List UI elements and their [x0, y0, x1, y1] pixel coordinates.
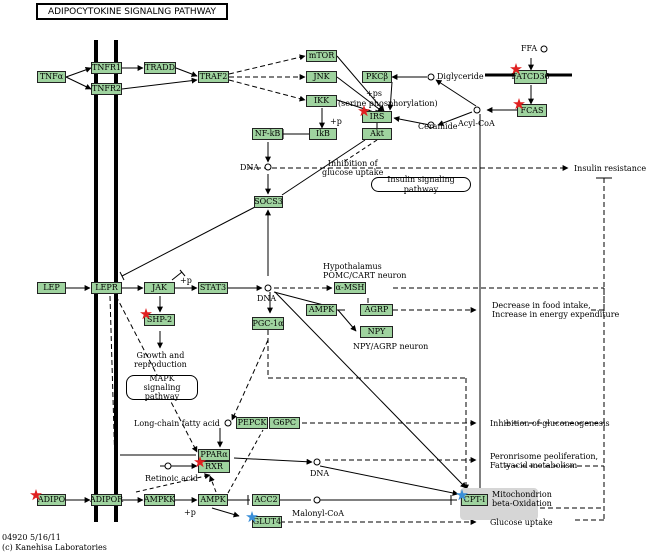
label-diglyceride: Diglyceride — [437, 72, 484, 81]
label-dna-3: DNA — [310, 469, 330, 478]
label-p-jak: +p — [180, 276, 192, 285]
mito-line-2: beta-Oxidation — [492, 499, 552, 509]
label-ps: +ps — [366, 89, 382, 98]
label-long-chain-fatty-acid: Long-chain fatty acid — [134, 419, 220, 428]
red-star-icon — [140, 308, 152, 320]
label-code-date: 04920 5/16/11 — [2, 533, 61, 542]
node-nfkb[interactable]: NF-kB — [252, 128, 283, 140]
node-traf2[interactable]: TRAF2 — [198, 71, 229, 83]
node-pepck[interactable]: PEPCK — [236, 417, 268, 429]
label-pomc: POMC/CART neuron — [323, 271, 407, 280]
peroxisome-line-2: Fattyacid metabolism — [490, 461, 578, 471]
blue-star-icon — [456, 489, 468, 501]
node-rxr[interactable]: RXR — [198, 461, 230, 473]
label-insulin-resistance: Insulin resistance — [574, 164, 646, 173]
label-retinoic-acid: Retinoic acid — [145, 474, 199, 483]
pathway-title: ADIPOCYTOKINE SIGNALNG PATHWAY — [36, 3, 228, 20]
label-dna-2: DNA — [257, 294, 277, 303]
red-star-icon — [30, 489, 42, 501]
mapk-line-1: MAPK — [149, 373, 175, 383]
node-glut4[interactable]: GLUT4 — [252, 516, 282, 528]
label-p-ikk: +p — [330, 117, 342, 126]
red-star-icon — [194, 456, 206, 468]
red-star-icon — [513, 98, 525, 110]
node-fatcd36[interactable]: FATCD36 — [511, 70, 550, 84]
decrease-line-2: Increase in energy expenditure — [492, 310, 620, 320]
label-gluconeogenesis: Inhibition of gluconeogenesis — [490, 419, 610, 428]
node-socs3[interactable]: SOCS3 — [254, 196, 283, 208]
label-malonyl-coa: Malonyl-CoA — [292, 509, 344, 518]
decrease-line-1: Decrease in food intake, — [492, 301, 591, 310]
mito-line-1: Mitochondrion — [492, 490, 552, 499]
node-pkcb[interactable]: PKCβ — [362, 71, 392, 83]
label-copyright: (c) Kanehisa Laboratories — [2, 543, 107, 552]
node-tnfr1[interactable]: TNFR1 — [91, 62, 122, 74]
node-tnfa[interactable]: TNFα — [37, 71, 66, 83]
node-jak[interactable]: JAK — [144, 282, 175, 294]
label-npy-agrp: NPY/AGRP neuron — [353, 342, 429, 351]
node-lepr[interactable]: LEPR — [91, 282, 122, 294]
node-stat3[interactable]: STAT3 — [198, 282, 228, 294]
node-adipo[interactable]: ADIPO — [37, 494, 66, 506]
node-cpt1[interactable]: CPT-I — [461, 494, 488, 506]
inhibition-line-1: Inhibition of — [327, 159, 378, 168]
node-npy[interactable]: NPY — [360, 326, 393, 338]
map-insulin-signaling[interactable]: Insulin signaling pathway — [371, 175, 471, 194]
label-hypothalamus: Hypothalamus — [323, 262, 382, 271]
inhibition-line-2: glucose uptake — [322, 168, 384, 178]
blue-star-icon — [246, 511, 258, 523]
node-irs[interactable]: IRS — [362, 111, 392, 123]
node-ampk-hypothalamus[interactable]: AMPK — [306, 304, 337, 316]
label-dna-1: DNA — [240, 163, 260, 172]
red-star-icon — [358, 105, 370, 117]
label-ceramide: Ceramide — [418, 122, 458, 131]
node-tnfr2[interactable]: TNFR2 — [91, 83, 122, 95]
node-amsh[interactable]: α-MSH — [334, 282, 366, 294]
node-ikk[interactable]: IKK — [306, 95, 337, 107]
node-ppara[interactable]: PPARα — [198, 449, 230, 461]
node-g6pc[interactable]: G6PC — [269, 417, 300, 429]
node-adipor[interactable]: ADIPOR — [89, 494, 124, 506]
node-ampk[interactable]: AMPK — [198, 494, 228, 506]
label-decrease-food: Decrease in food intake,Increase in ener… — [492, 301, 619, 319]
node-acc2[interactable]: ACC2 — [252, 494, 280, 506]
growth-line-1: Growth and — [136, 351, 185, 360]
growth-line-2: reproduction — [134, 360, 187, 370]
node-ikb[interactable]: IkB — [309, 128, 337, 140]
red-star-icon — [510, 63, 522, 75]
node-akt[interactable]: Akt — [362, 128, 392, 140]
node-pgc1a[interactable]: PGC-1α — [252, 317, 284, 330]
label-p-ampk: +p — [184, 508, 196, 517]
node-agrp[interactable]: AGRP — [360, 304, 393, 316]
node-jnk[interactable]: JNK — [306, 71, 337, 83]
node-mtor[interactable]: mTOR — [306, 50, 337, 62]
mapk-line-2: signaling pathway — [143, 382, 181, 402]
peroxisome-line-1: Peronrisome peoliferation, — [490, 452, 599, 461]
node-shp2[interactable]: SHP-2 — [144, 314, 175, 326]
label-peroxisome: Peronrisome peoliferation,Fattyacid meta… — [490, 452, 598, 470]
node-ampkk[interactable]: AMPKK — [143, 494, 176, 506]
label-ffa: FFA — [521, 44, 538, 53]
node-lep[interactable]: LEP — [37, 282, 66, 294]
node-fcas[interactable]: FCAS — [517, 104, 547, 117]
label-glucose-uptake: Glucose uptake — [490, 518, 553, 527]
label-ps-note: (serine phosphorylation) — [338, 99, 438, 108]
node-tradd[interactable]: TRADD — [144, 62, 176, 74]
label-acylcoa: Acyl-CoA — [458, 119, 495, 128]
